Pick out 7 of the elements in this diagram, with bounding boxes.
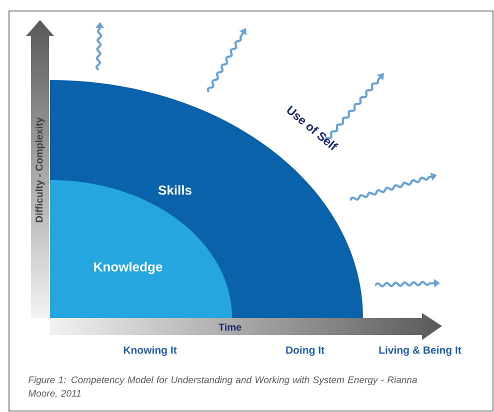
stage-label: Knowing It — [124, 346, 177, 356]
stage-label: Doing It — [286, 346, 324, 356]
stage-label: Living & Being It — [379, 346, 462, 356]
region-label: Use of Self — [287, 106, 339, 150]
axis-label: Difficulty - Complexity — [35, 117, 45, 222]
figure-caption: Figure 1: Competency Model for Understanding and Working with System Energy - Rianna Moore, 2011 — [28, 376, 417, 398]
axis-label: Time — [218, 323, 242, 331]
